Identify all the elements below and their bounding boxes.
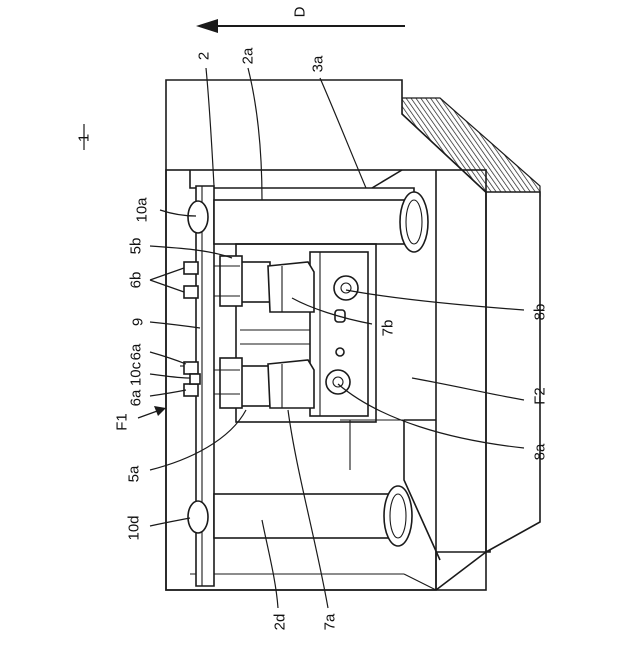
label-2: 2 (196, 52, 213, 60)
label-d: D (292, 6, 309, 17)
label-6b: 6b (128, 272, 145, 289)
column-2d (188, 486, 412, 546)
label-2d: 2d (272, 614, 289, 631)
column-2a (188, 192, 428, 252)
label-3a: 3a (310, 55, 327, 72)
label-7b: 7b (380, 320, 397, 337)
label-6a-bottom: 6a (128, 389, 145, 406)
label-5a: 5a (126, 465, 143, 482)
label-8a: 8a (532, 443, 549, 460)
label-10c: 10c (128, 361, 145, 386)
direction-arrow (196, 19, 405, 33)
label-8b: 8b (532, 304, 549, 321)
label-5b: 5b (128, 238, 145, 255)
label-1: 1 (76, 134, 93, 142)
label-f1: F1 (114, 413, 131, 431)
label-2a: 2a (240, 47, 257, 64)
label-9: 9 (130, 318, 147, 326)
label-7a: 7a (322, 613, 339, 630)
label-6a-top: 6a (128, 343, 145, 360)
label-10d: 10d (126, 515, 143, 540)
label-10a: 10a (134, 197, 151, 223)
label-f2: F2 (532, 387, 549, 405)
